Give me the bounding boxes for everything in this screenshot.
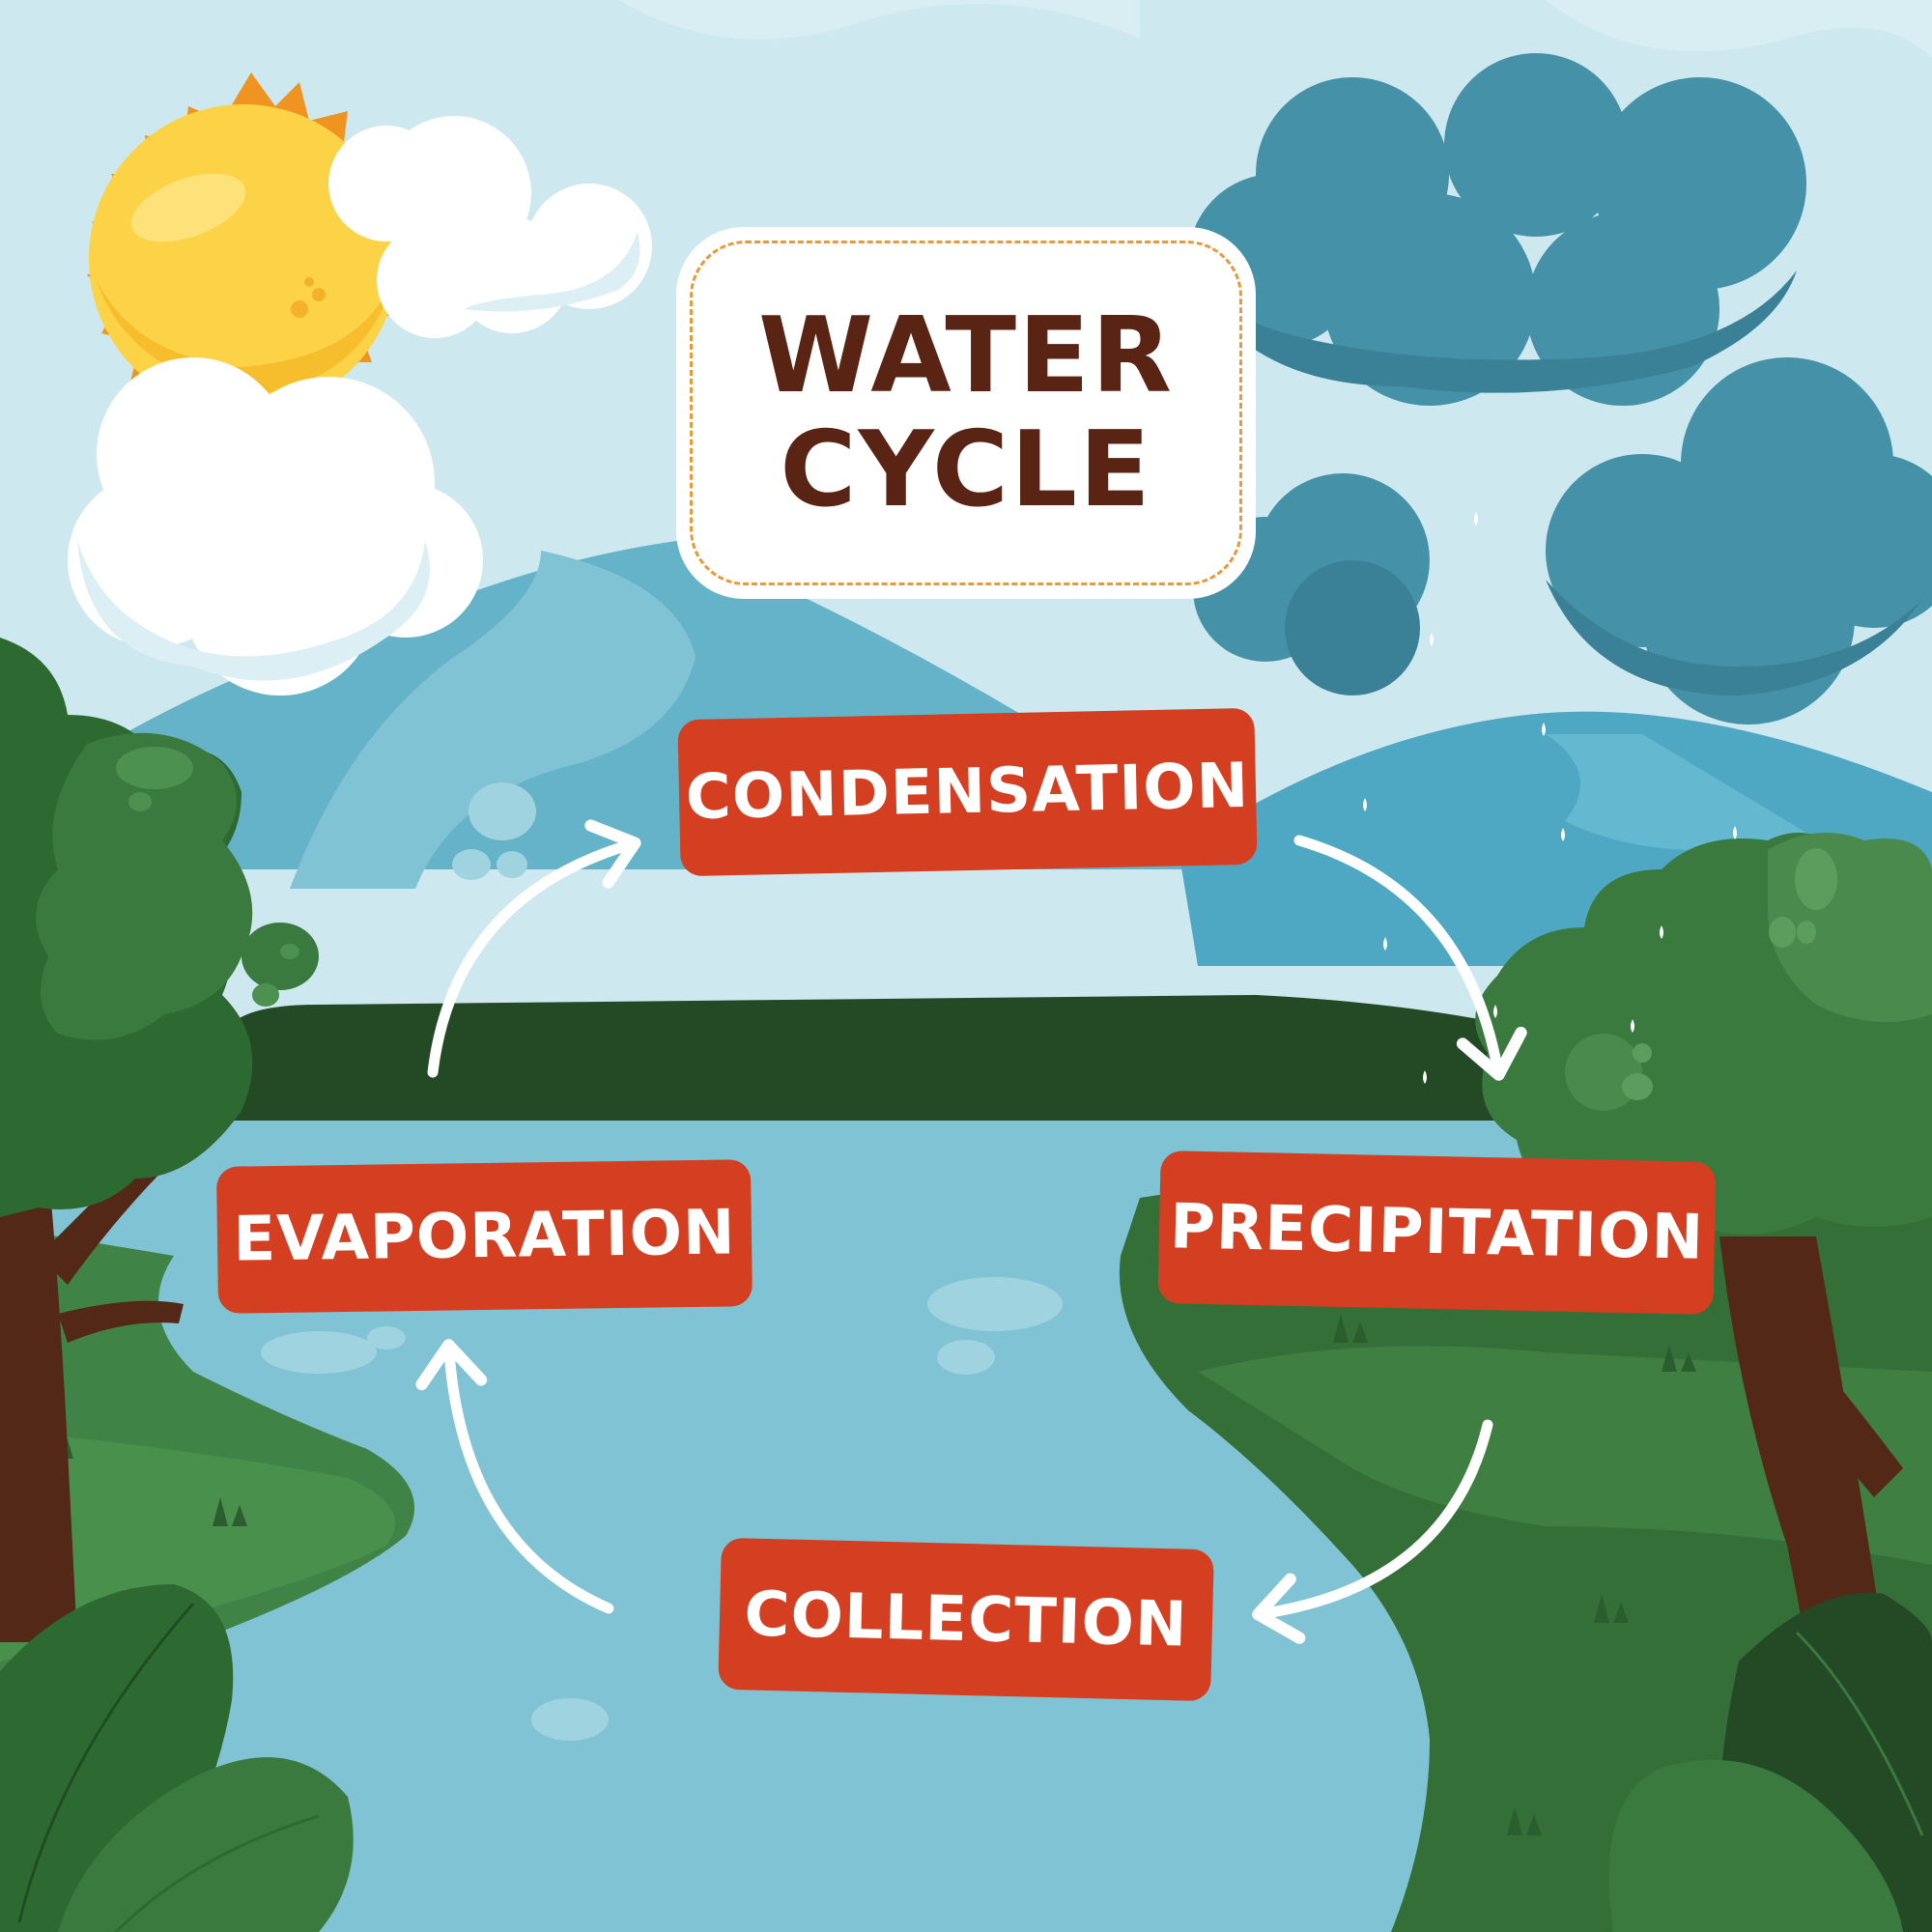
step-collection: COLLECTION bbox=[718, 1537, 1214, 1702]
title-card-dashed-border bbox=[690, 241, 1242, 585]
arrow-icon bbox=[427, 819, 641, 1078]
step-condensation: CONDENSATION bbox=[677, 707, 1258, 877]
step-evaporation: EVAPORATION bbox=[215, 1159, 753, 1314]
page-title: WATER CYCLE bbox=[757, 295, 1175, 530]
tree-icon bbox=[0, 638, 319, 1642]
cloud-icon bbox=[328, 116, 652, 338]
raindrops bbox=[1363, 512, 1737, 1084]
cycle-arrows bbox=[415, 819, 1527, 1644]
bush-bottom-right bbox=[1608, 1592, 1932, 1932]
arrow-icon bbox=[1293, 835, 1527, 1081]
cloud-icon bbox=[68, 357, 483, 696]
step-precipitation: PRECIPITATION bbox=[1157, 1150, 1717, 1316]
sun-icon bbox=[87, 72, 411, 435]
arrow-icon bbox=[1252, 1419, 1493, 1644]
rain-cloud-icon bbox=[1188, 53, 1806, 406]
title-card: WATER CYCLE bbox=[676, 227, 1256, 599]
bush-bottom-left bbox=[0, 1584, 354, 1932]
far-hill bbox=[232, 995, 1584, 1130]
rain-cloud-icon bbox=[1546, 357, 1932, 724]
arrow-icon bbox=[415, 1339, 614, 1614]
